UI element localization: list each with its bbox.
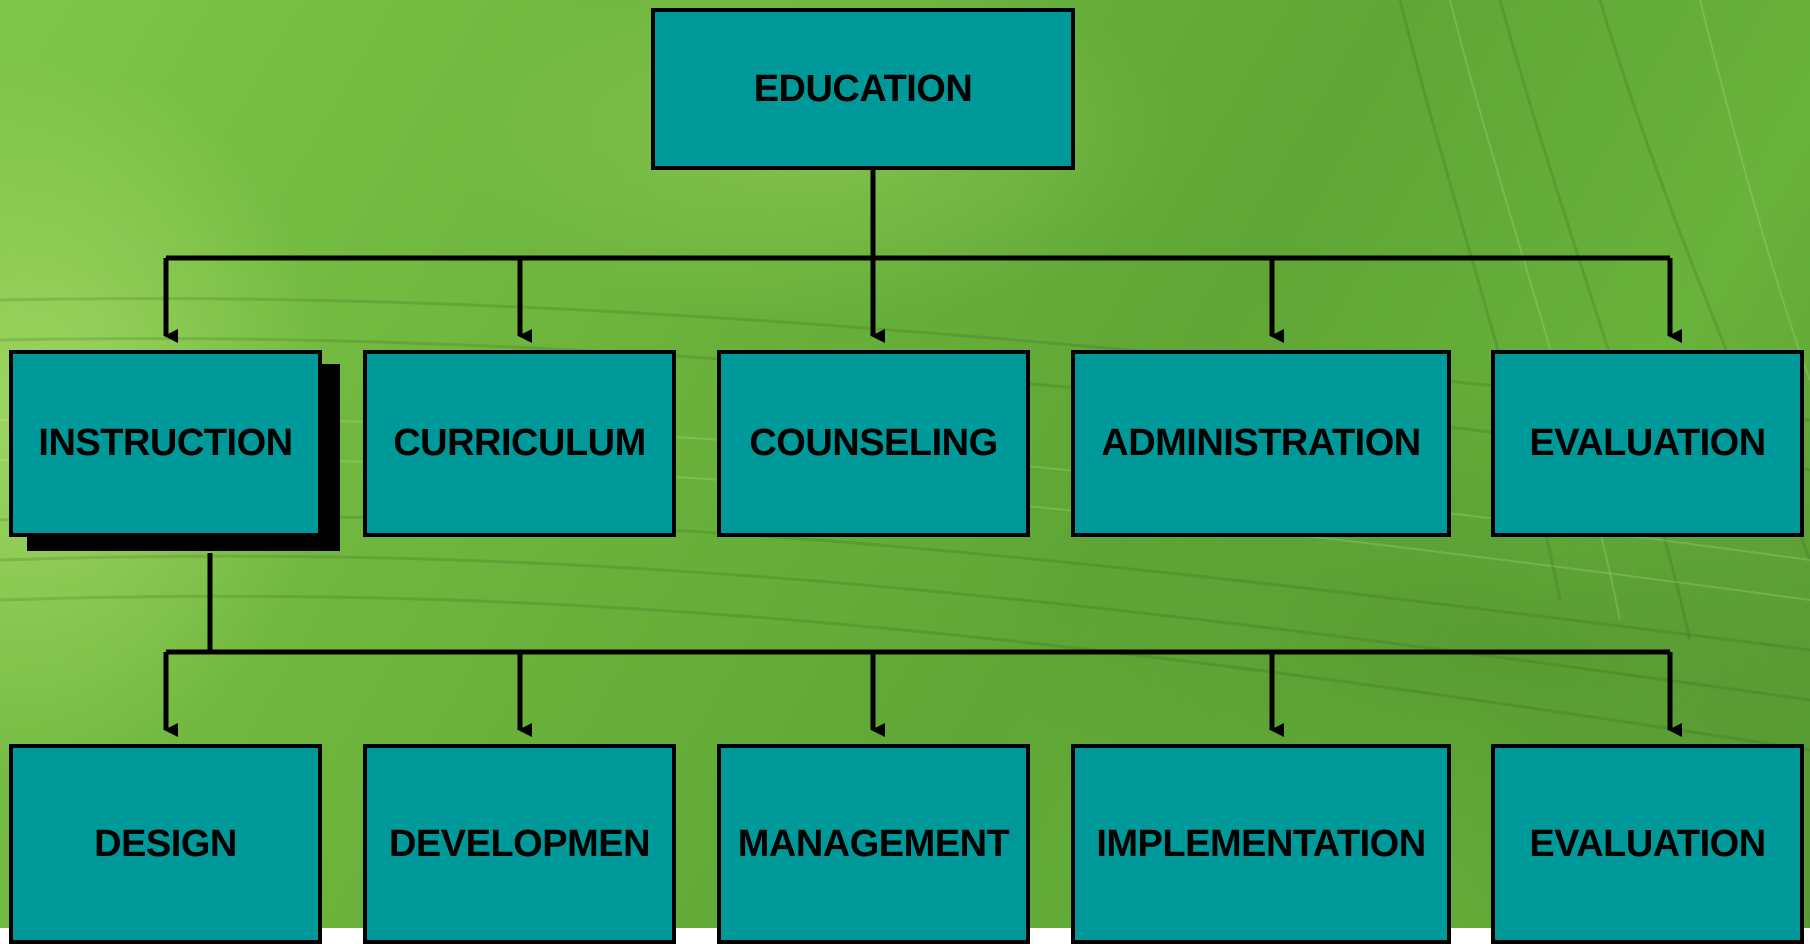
node-evaluation: EVALUATION bbox=[1491, 350, 1804, 537]
node-instruction-label: INSTRUCTION bbox=[38, 422, 293, 464]
node-implementation: IMPLEMENTATION bbox=[1071, 744, 1451, 944]
node-evaluation-label: EVALUATION bbox=[1529, 422, 1766, 464]
node-developmen: DEVELOPMEN bbox=[363, 744, 676, 944]
node-design-label: DESIGN bbox=[94, 822, 237, 865]
node-developmen-label: DEVELOPMEN bbox=[388, 822, 651, 865]
node-instruction: INSTRUCTION bbox=[9, 350, 322, 537]
node-evaluation-2-label: EVALUATION bbox=[1529, 822, 1766, 865]
node-counseling: COUNSELING bbox=[717, 350, 1030, 537]
node-management-label: MANAGEMENT bbox=[737, 822, 1010, 865]
node-curriculum-label: CURRICULUM bbox=[393, 422, 646, 464]
node-management: MANAGEMENT bbox=[717, 744, 1030, 944]
node-counseling-label: COUNSELING bbox=[749, 422, 998, 464]
node-design: DESIGN bbox=[9, 744, 322, 944]
node-evaluation-2: EVALUATION bbox=[1491, 744, 1804, 944]
node-administration-label: ADMINISTRATION bbox=[1101, 422, 1421, 464]
node-education-label: EDUCATION bbox=[753, 67, 973, 110]
node-education: EDUCATION bbox=[651, 8, 1075, 170]
node-administration: ADMINISTRATION bbox=[1071, 350, 1451, 537]
node-implementation-label: IMPLEMENTATION bbox=[1096, 822, 1426, 865]
node-curriculum: CURRICULUM bbox=[363, 350, 676, 537]
